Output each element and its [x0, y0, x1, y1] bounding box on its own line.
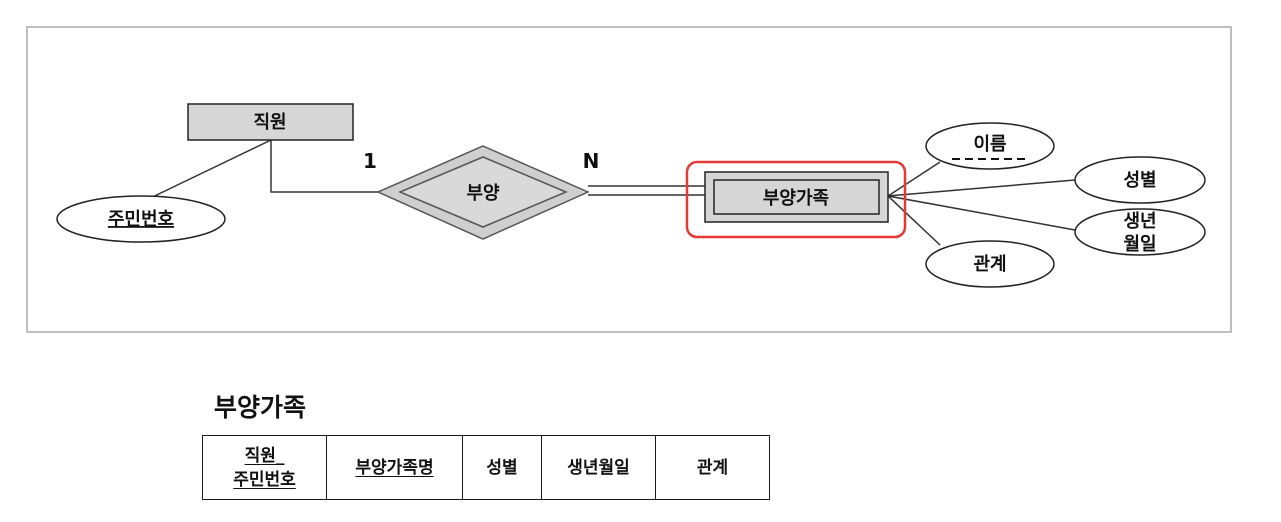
attribute-employee-key: [56, 195, 226, 243]
column-relation-label: 관계: [696, 457, 729, 478]
attribute-relation-label: 관계: [973, 254, 1006, 275]
column-birthdate: 생년월일: [541, 435, 656, 500]
column-gender-label: 성별: [486, 457, 518, 478]
attribute-gender: [1074, 156, 1206, 204]
entity-dependent-label: 부양가족: [763, 188, 829, 209]
column-employee-ssn: 직원_ 주민번호: [202, 435, 327, 500]
attribute-employee-key-label: 주민번호: [108, 209, 174, 230]
line-gender-attr: [887, 179, 1076, 197]
attribute-birthdate-label-line2: 월일: [1123, 234, 1156, 255]
attribute-birthdate: [1074, 208, 1206, 256]
attribute-relation: [925, 240, 1055, 288]
attribute-name: [925, 122, 1055, 170]
line-name-attr: [887, 161, 941, 197]
table-row: 직원_ 주민번호 부양가족명 성별 생년월일 관계: [202, 435, 770, 500]
relationship-inner-diamond: [398, 156, 568, 228]
weak-entity-highlight: [685, 160, 907, 239]
connector-lines: [139, 139, 1076, 246]
attribute-gender-label: 성별: [1123, 170, 1156, 191]
column-birthdate-label: 생년월일: [567, 457, 630, 478]
entity-employee-label: 직원: [253, 112, 286, 133]
entity-employee-box: [187, 103, 354, 141]
relationship-label: 부양: [466, 183, 500, 204]
table-title: 부양가족: [214, 393, 307, 422]
attribute-birthdate-label-line1: 생년: [1123, 211, 1156, 232]
line-employee-key: [139, 139, 272, 204]
attribute-name-label: 이름: [973, 134, 1006, 155]
er-diagram: 직원 주민번호 1 N 부양 부양가족 이름 성별 생년 월일 관계: [26, 26, 1232, 333]
column-gender: 성별: [462, 435, 542, 500]
entity-dependent-inner-box: [713, 179, 880, 215]
diagram-frame: [26, 26, 1232, 333]
line-employee-relationship: [270, 140, 378, 193]
cardinality-many: N: [583, 149, 600, 173]
line-birthdate-attr: [887, 195, 1076, 231]
column-employee-ssn-line1: 직원_: [244, 445, 285, 466]
column-dependent-name: 부양가족명: [326, 435, 463, 500]
column-employee-ssn-line2: 주민번호: [233, 469, 296, 490]
line-relation-attr: [887, 195, 941, 246]
column-dependent-name-label: 부양가족명: [355, 457, 434, 478]
cardinality-one: 1: [363, 149, 377, 173]
relation-schema-table: 직원_ 주민번호 부양가족명 성별 생년월일 관계: [202, 435, 770, 500]
column-relation: 관계: [655, 435, 770, 500]
